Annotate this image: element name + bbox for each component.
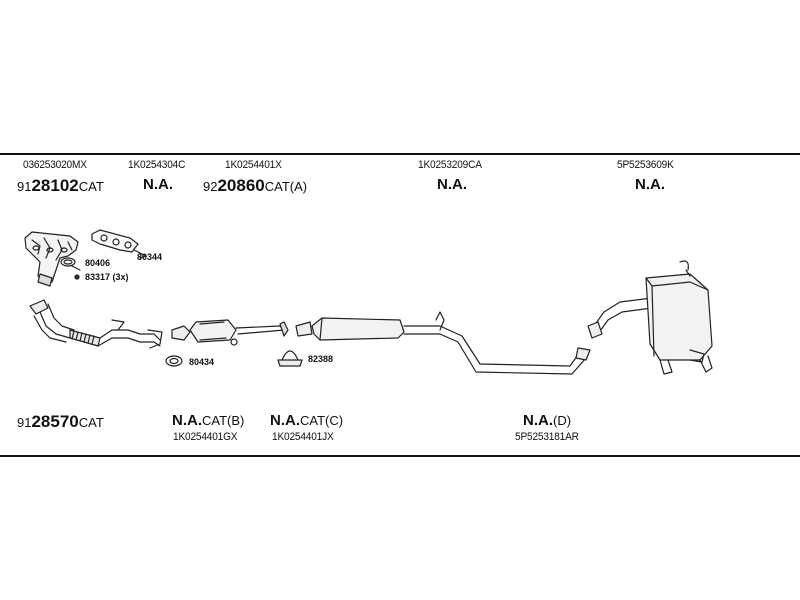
catalytic-converter: [171, 319, 289, 346]
kit-code-2-prefix: 92: [203, 179, 218, 194]
part-number-1K0254401GX: 1K0254401GX: [173, 431, 238, 443]
part-number-1K0253209CA: 1K0253209CA: [418, 159, 482, 171]
callout-80406: 80406: [85, 258, 111, 268]
middle-silencer: [295, 311, 591, 375]
callout-82388: 82388: [308, 354, 334, 364]
kit-code-top-left: 9128102CAT: [17, 177, 104, 194]
kit-code-number: 28102: [31, 176, 79, 195]
kit-code-bottom-left: 9128570CAT: [17, 413, 104, 430]
na-c-main: N.A.: [270, 412, 300, 429]
na-b-suffix: CAT(B): [202, 413, 245, 428]
na-label-d: N.A.(D): [523, 413, 571, 428]
part-number-5P5253181AR: 5P5253181AR: [515, 431, 579, 443]
part-number-1K0254304C: 1K0254304C: [128, 159, 186, 171]
na-label-cat-c: N.A.CAT(C): [270, 413, 343, 428]
gasket-ring: [60, 257, 81, 271]
kit-code-3-prefix: 91: [17, 415, 32, 430]
na-c-suffix: CAT(C): [300, 413, 344, 428]
callout-80434: 80434: [189, 357, 215, 367]
na-label-top-3: N.A.: [635, 176, 665, 193]
na-label-top-1: N.A.: [143, 176, 173, 193]
part-number-1K0254401X: 1K0254401X: [225, 159, 282, 171]
pipe-clamp: [277, 350, 303, 367]
part-number-5P5253609K: 5P5253609K: [617, 159, 674, 171]
rear-silencer: [587, 260, 713, 375]
part-number-1K0254401JX: 1K0254401JX: [272, 431, 334, 443]
na-label-cat-b: N.A.CAT(B): [172, 413, 244, 428]
kit-code-2-suffix: CAT(A): [264, 179, 308, 194]
exhaust-manifold: [24, 231, 79, 287]
na-label-top-2: N.A.: [437, 176, 467, 193]
kit-code-suffix: CAT: [78, 179, 104, 194]
callout-80344: 80344: [137, 252, 163, 262]
kit-code-3-number: 28570: [31, 412, 79, 431]
bottom-divider: [0, 455, 800, 457]
kit-code-2-number: 20860: [217, 176, 265, 195]
kit-code-3-suffix: CAT: [78, 415, 104, 430]
kit-code-prefix: 91: [17, 179, 32, 194]
na-d-suffix: (D): [553, 413, 572, 428]
part-number-036253020MX: 036253020MX: [23, 159, 87, 171]
front-pipe: [29, 299, 163, 349]
na-d-main: N.A.: [523, 412, 553, 429]
na-b-main: N.A.: [172, 412, 202, 429]
top-divider: [0, 153, 800, 155]
bolt: [74, 274, 80, 280]
gasket-flange: [165, 355, 183, 367]
callout-83317: 83317 (3x): [85, 272, 129, 282]
manifold-gasket: [91, 229, 147, 259]
kit-code-top-middle: 9220860CAT(A): [203, 177, 307, 194]
